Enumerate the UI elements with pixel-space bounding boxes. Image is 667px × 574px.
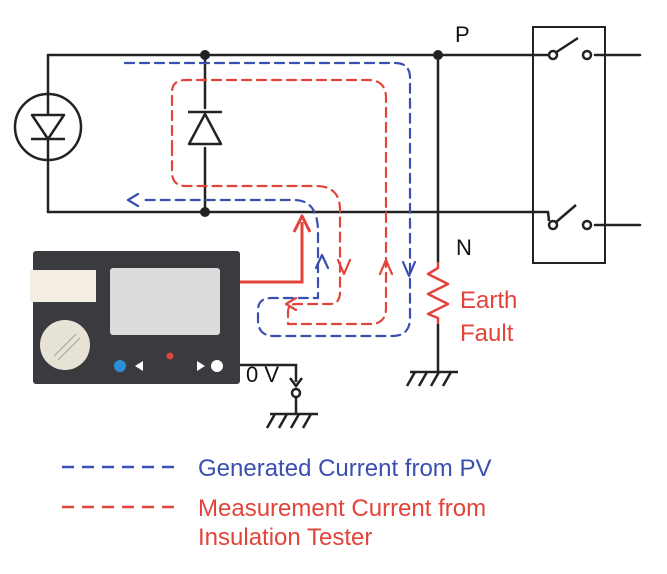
tester-ground-lead: [240, 363, 318, 429]
tester-panel: [30, 270, 96, 302]
probe-icon: [289, 377, 303, 389]
circuit-wiring: [46, 53, 642, 374]
junctions: [200, 50, 443, 217]
pv-module-icon: [13, 92, 83, 162]
generated-current-path: [123, 61, 417, 338]
legend-label-generated: Generated Current from PV: [198, 455, 491, 482]
node-n-label: N: [456, 235, 472, 260]
junction-dot: [200, 207, 210, 217]
junction-dot: [433, 50, 443, 60]
measurement-current-arrow: [284, 296, 298, 312]
indicator-white: [211, 360, 223, 372]
tester-screen: [110, 268, 220, 335]
neg-to-switch-wire: [546, 211, 551, 222]
measurement-current-outer-path: [170, 78, 388, 326]
left-arrow-icon: [135, 361, 143, 371]
legend-label-measurement-line1: Measurement Current from: [198, 495, 486, 522]
measurement-current-arrow: [336, 258, 352, 276]
generated-current-arrow: [401, 260, 417, 278]
generated-current-arrow: [314, 253, 330, 270]
ground-icon: [405, 370, 458, 387]
ground-icon: [265, 412, 318, 429]
right-arrow-icon: [197, 361, 205, 371]
indicator-red: [166, 352, 174, 360]
measurement-current-arrow: [378, 258, 394, 276]
switch-enclosure: [532, 26, 606, 264]
legend: Generated Current from PV Measurement Cu…: [62, 455, 491, 551]
indicator-blue: [114, 360, 126, 372]
node-p-label: P: [455, 22, 470, 47]
earth-fault-label-line1: Earth: [460, 287, 517, 314]
zero-volt-label: 0 V: [246, 362, 279, 387]
generated-current-arrow: [126, 192, 140, 208]
switch-icon: [547, 36, 593, 61]
earth-fault-label-line2: Fault: [460, 320, 514, 347]
measurement-current-path: [170, 78, 394, 326]
legend-label-measurement-line2: Insulation Tester: [198, 524, 372, 551]
diode-icon: [187, 110, 223, 146]
switch-box: [532, 26, 606, 264]
generated-current-outer-path: [123, 61, 412, 338]
insulation-tester-icon: [30, 251, 240, 384]
junction-dot: [200, 50, 210, 60]
switch-icon: [547, 204, 593, 231]
tester-positive-lead: [240, 214, 312, 284]
resistor-icon: [426, 262, 450, 324]
